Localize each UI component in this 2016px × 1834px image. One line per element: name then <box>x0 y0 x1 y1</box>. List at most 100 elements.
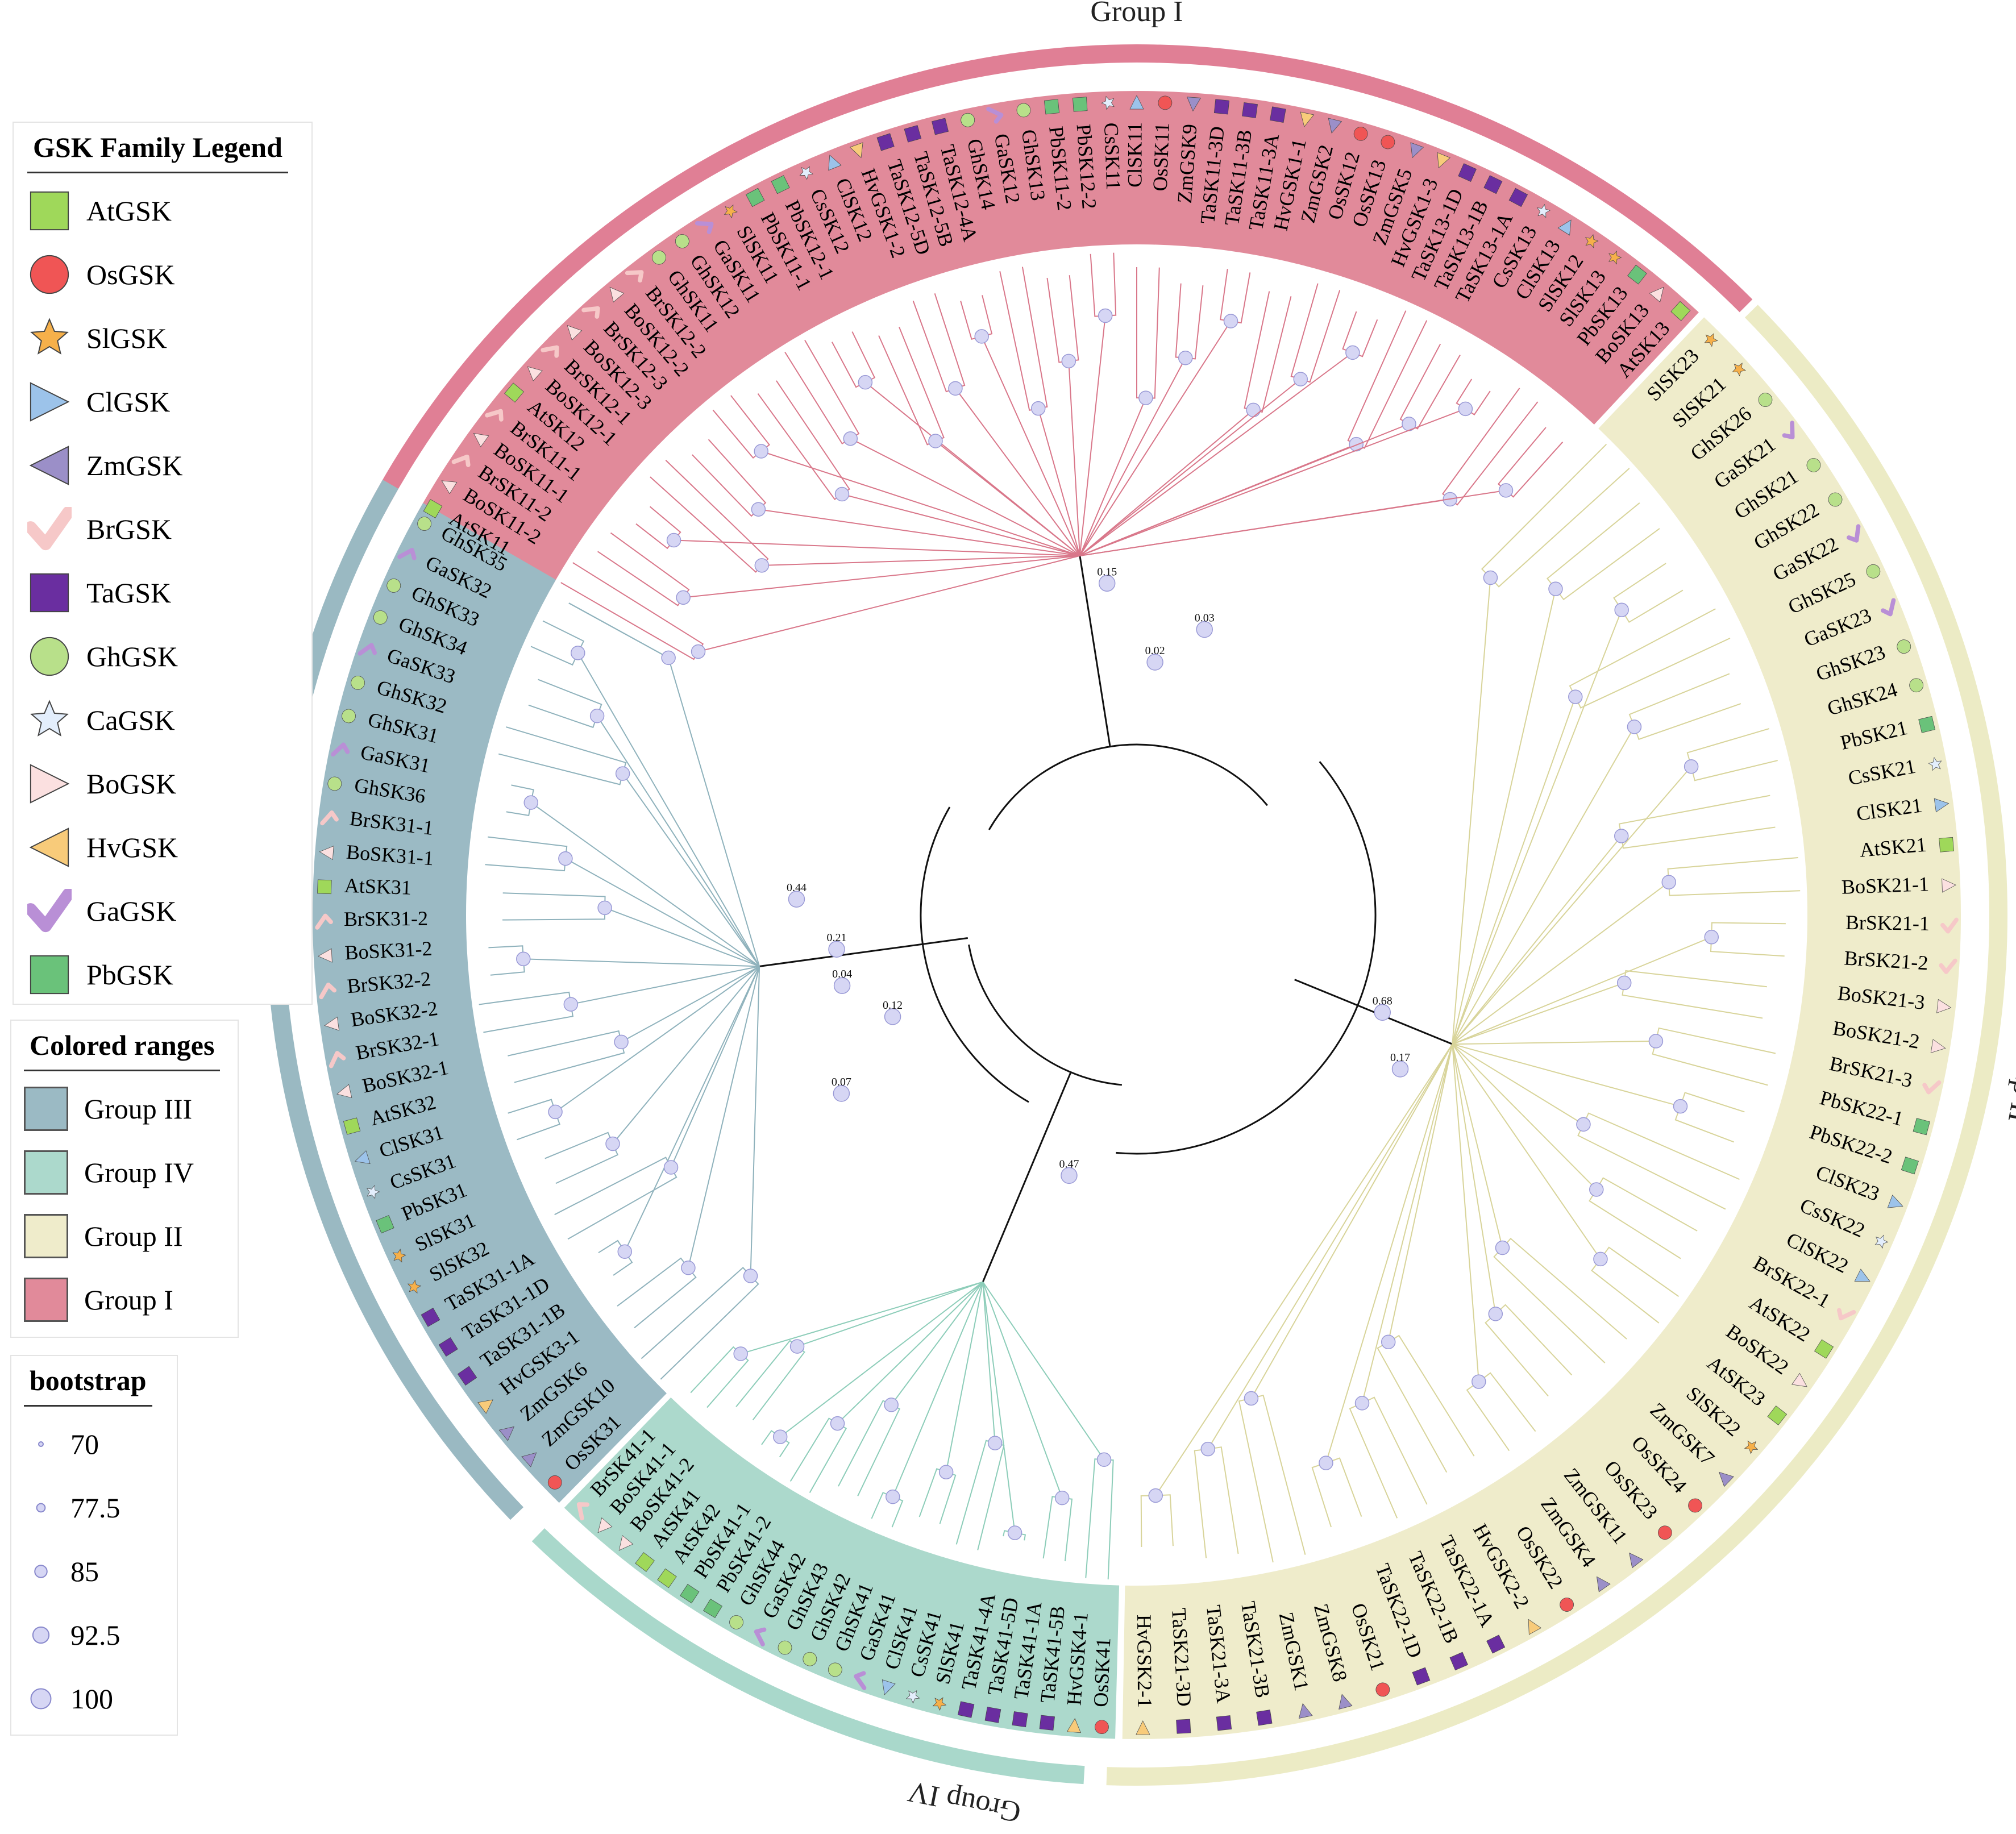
leaf-symbol-icon <box>1806 458 1821 472</box>
bootstrap-node <box>681 1261 696 1275</box>
bootstrap-node <box>834 486 850 502</box>
leaf-symbol-icon <box>315 913 333 930</box>
legend-item-zmgsk: ZmGSK <box>27 434 311 497</box>
legend-item-label: BrGSK <box>86 513 172 545</box>
bootstrap-node <box>1244 1391 1259 1406</box>
bootstrap-node <box>1589 1182 1604 1197</box>
leaf-symbol-icon <box>438 1337 458 1357</box>
bootstrap-node <box>1548 581 1563 596</box>
bootstrap-node <box>1684 759 1699 774</box>
range-swatch <box>24 1278 68 1322</box>
legend-item-label: HvGSK <box>86 831 178 863</box>
leaf-symbol-icon <box>417 517 432 531</box>
bootstrap-node <box>1704 930 1719 945</box>
leaf-symbol-icon <box>1658 1525 1672 1540</box>
legend-range-label: Group II <box>84 1220 183 1252</box>
bootstrap-node <box>1483 570 1498 585</box>
legend-item-ghgsk: GhGSK <box>27 625 311 688</box>
leaf-label: BrSK31-2 <box>344 907 428 930</box>
leaf-symbol-icon <box>932 118 949 135</box>
leaf-symbol-icon <box>1528 1619 1541 1635</box>
support-value: 0.68 <box>1373 995 1393 1007</box>
leaf-symbol-icon <box>1095 1720 1109 1735</box>
leaf-symbol-icon <box>477 1399 493 1414</box>
bootstrap-node <box>1098 308 1113 323</box>
leaf-symbol-icon <box>1557 219 1572 236</box>
bootstrap-node <box>1458 401 1473 417</box>
leaf-symbol-icon <box>1608 250 1622 265</box>
legend-item-tagsk: TaGSK <box>27 561 311 625</box>
bootstrap-node <box>1614 829 1629 843</box>
leaf-symbol-icon <box>1158 95 1173 110</box>
check-icon <box>27 507 72 551</box>
legend-item-label: AtGSK <box>86 195 172 227</box>
leaf-symbol-icon <box>421 1307 440 1327</box>
leaf-symbol-icon <box>498 1426 515 1441</box>
leaf-symbol-icon <box>485 409 504 422</box>
leaf-symbol-icon <box>1897 639 1911 654</box>
bootstrap-node <box>1593 1251 1608 1267</box>
leaf-symbol-icon <box>771 175 790 194</box>
legend-item-label: GhGSK <box>86 641 178 672</box>
bootstrap-node <box>589 708 605 723</box>
leaf-symbol-icon <box>1918 716 1936 733</box>
bootstrap-node <box>1061 354 1076 369</box>
leaf-symbol-icon <box>1328 118 1342 134</box>
bootstrap-node <box>523 795 538 810</box>
leaf-symbol-icon <box>1269 106 1286 123</box>
leaf-symbol-icon <box>441 480 458 494</box>
leaf-symbol-icon <box>1486 1635 1506 1654</box>
bootstrap-node <box>754 558 770 573</box>
leaf-symbol-icon <box>609 286 625 303</box>
legend-item-pbgsk: PbGSK <box>27 943 311 1007</box>
leaf-symbol-icon <box>695 221 714 234</box>
leaf-symbol-icon <box>1213 99 1230 115</box>
leaf-symbol-icon <box>581 306 600 319</box>
legend-item-label: PbGSK <box>86 959 173 991</box>
legend-ranges-title: Colored ranges <box>24 1029 221 1071</box>
leaf-symbol-icon <box>876 133 895 151</box>
bootstrap-node <box>1661 875 1676 889</box>
branches <box>479 252 1801 1579</box>
leaf-symbol-icon <box>986 106 1004 124</box>
leaf-symbol-icon <box>1101 95 1115 110</box>
leaf-symbol-icon <box>1437 152 1450 168</box>
leaf-symbol-icon <box>984 1707 1001 1723</box>
leaf-symbol-icon <box>657 1568 677 1588</box>
legend-bootstrap-item: 77.5 <box>24 1476 177 1540</box>
clade-group-i <box>560 252 1564 747</box>
bootstrap-label: 92.5 <box>70 1619 120 1651</box>
bootstrap-node <box>833 1085 850 1102</box>
leaf-symbol-icon <box>1353 127 1368 141</box>
leaf-symbol-icon <box>1410 142 1424 159</box>
leaf-symbol-icon <box>652 250 666 265</box>
leaf-symbol-icon <box>1942 878 1956 893</box>
leaf-symbol-icon <box>957 1701 975 1718</box>
legend-family-title: GSK Family Legend <box>27 131 288 173</box>
bootstrap-dot-icon <box>24 1682 58 1716</box>
legend-item-label: ZmGSK <box>86 450 183 481</box>
leaf-symbol-icon <box>1016 103 1031 118</box>
leaf-symbol-icon <box>576 1502 590 1521</box>
bootstrap-node <box>571 646 585 660</box>
bootstrap-label: 100 <box>70 1683 113 1715</box>
leaf-symbol-icon <box>317 879 332 895</box>
leaf-symbol-icon <box>1836 1308 1856 1321</box>
leaf-symbol-icon <box>1704 333 1718 347</box>
leaf-symbol-icon <box>407 1279 422 1294</box>
legend-item-clgsk: ClGSK <box>27 370 311 434</box>
leaf-symbol-icon <box>1412 1667 1431 1686</box>
leaf-symbol-icon <box>1688 1498 1702 1513</box>
clade-group-ii <box>1140 444 1801 1563</box>
bootstrap-node <box>1568 689 1583 704</box>
bootstrap-node <box>788 891 805 908</box>
leaf-symbol-icon <box>1854 1269 1870 1282</box>
legend-bootstrap-item: 85 <box>24 1540 177 1603</box>
legend-item-brgsk: BrGSK <box>27 497 311 561</box>
leaf-symbol-icon <box>1375 1682 1390 1697</box>
leaf-symbol-icon <box>1922 1080 1942 1095</box>
leaf-symbol-icon <box>1560 1598 1574 1612</box>
leaf-symbol-icon <box>1934 798 1950 813</box>
legend-item-label: GaGSK <box>86 895 177 927</box>
legend-bootstrap-item: 92.5 <box>24 1603 177 1667</box>
